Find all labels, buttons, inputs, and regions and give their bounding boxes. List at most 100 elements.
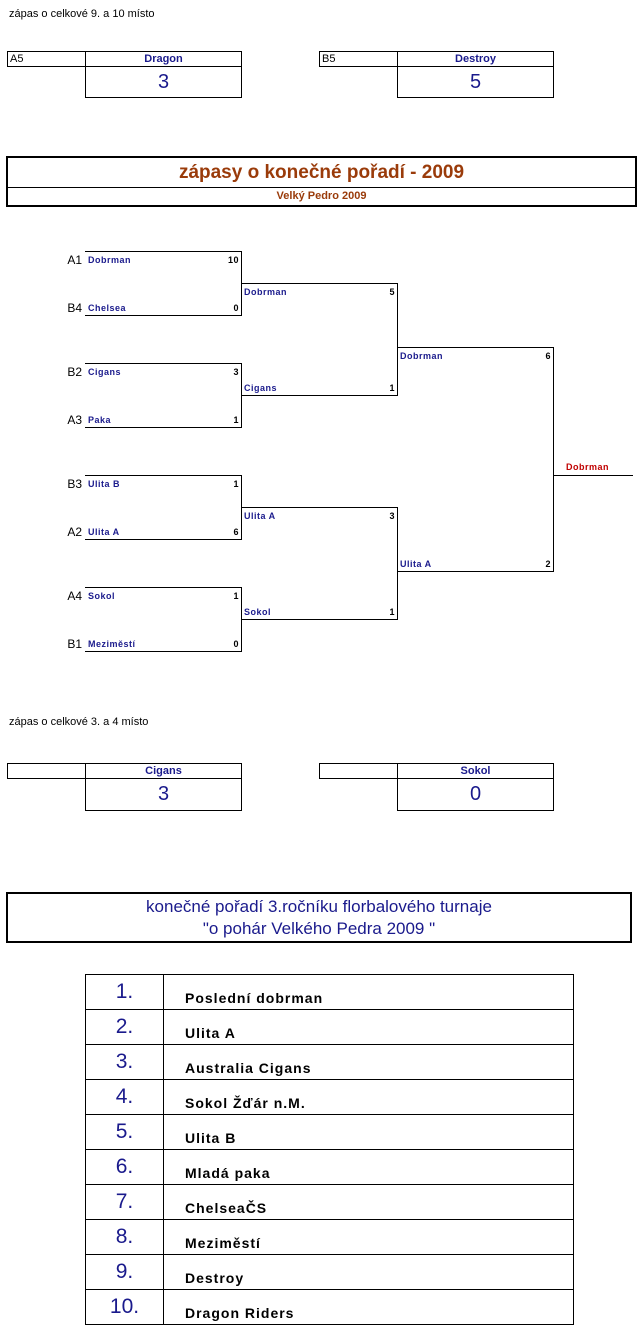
- team-score: 1: [389, 383, 395, 393]
- bracket-line: [85, 363, 242, 364]
- qf-seed: A4: [67, 589, 82, 603]
- rank-number: 10.: [85, 1289, 164, 1325]
- team-name: Sokol: [397, 763, 554, 779]
- team-score: 5: [389, 287, 395, 297]
- team-name: Ulita A: [400, 559, 432, 569]
- team-score: 3: [85, 778, 242, 811]
- bracket-line: [241, 507, 398, 508]
- rank-number: 2.: [85, 1009, 164, 1045]
- qf-slot: Ulita A 6: [85, 526, 242, 538]
- rank-team-name: Australia Cigans: [163, 1044, 574, 1080]
- rank-number: 3.: [85, 1044, 164, 1080]
- bracket-line: [553, 475, 633, 476]
- rank-team-name: Ulita B: [163, 1114, 574, 1150]
- team-score: 5: [397, 66, 554, 98]
- bracket-line: [241, 619, 398, 620]
- seed-label: [7, 763, 86, 779]
- table-row: 5.Ulita B: [85, 1114, 574, 1150]
- team-name: Ulita A: [244, 511, 276, 521]
- team-name: Sokol: [88, 591, 116, 601]
- rank-team-name: Dragon Riders: [163, 1289, 574, 1325]
- table-row: 10.Dragon Riders: [85, 1289, 574, 1325]
- qf-seed: B4: [67, 301, 82, 315]
- bracket-line: [85, 651, 242, 652]
- bracket-line: [85, 315, 242, 316]
- bracket-line: [85, 427, 242, 428]
- qf-seed: B1: [67, 637, 82, 651]
- team-score: 10: [227, 255, 239, 265]
- rank-number: 9.: [85, 1254, 164, 1290]
- bracket-line: [397, 283, 398, 396]
- team-name: Dobrman: [400, 351, 444, 361]
- bracket-line: [85, 251, 242, 252]
- team-score: 3: [233, 367, 239, 377]
- rank-team-name: Mladá paka: [163, 1149, 574, 1185]
- team-name: Dobrman: [88, 255, 132, 265]
- sf-slot: Cigans 1: [241, 382, 398, 394]
- final-slot: Dobrman 6: [397, 350, 554, 362]
- team-name: Chelsea: [88, 303, 127, 313]
- tournament-winner: Dobrman: [566, 462, 610, 472]
- qf-seed: B3: [67, 477, 82, 491]
- bracket-line: [553, 347, 554, 572]
- team-name: Dragon: [85, 51, 242, 67]
- bracket-line: [85, 539, 242, 540]
- qf-seed: A2: [67, 525, 82, 539]
- qf-slot: Dobrman 10: [85, 254, 242, 266]
- table-row: 9.Destroy: [85, 1254, 574, 1290]
- bracket-line: [397, 571, 554, 572]
- rank-team-name: Meziměstí: [163, 1219, 574, 1255]
- table-row: 2.Ulita A: [85, 1009, 574, 1045]
- page-title: zápasy o konečné pořadí - 2009: [178, 162, 465, 183]
- final-standings-title: konečné pořadí 3.ročníku florbalového tu…: [6, 892, 632, 943]
- final-standings-title-line2: "o pohár Velkého Pedra 2009 ": [202, 919, 436, 938]
- rank-team-name: Destroy: [163, 1254, 574, 1290]
- rank-number: 8.: [85, 1219, 164, 1255]
- team-score: 3: [389, 511, 395, 521]
- qf-seed: A1: [67, 253, 82, 267]
- rank-number: 1.: [85, 974, 164, 1010]
- team-name: Meziměstí: [88, 639, 136, 649]
- table-row: 3.Australia Cigans: [85, 1044, 574, 1080]
- seed-label: [319, 763, 398, 779]
- team-name: Sokol: [244, 607, 272, 617]
- title-divider: [8, 187, 635, 188]
- page-subtitle: Velký Pedro 2009: [276, 190, 367, 202]
- team-name: Ulita B: [88, 479, 121, 489]
- table-row: 7.ChelseaČS: [85, 1184, 574, 1220]
- team-score: 6: [233, 527, 239, 537]
- table-row: 4.Sokol Žďár n.M.: [85, 1079, 574, 1115]
- team-name: Ulita A: [88, 527, 120, 537]
- team-score: 0: [233, 639, 239, 649]
- qf-slot: Sokol 1: [85, 590, 242, 602]
- bracket-title-box: zápasy o konečné pořadí - 2009 Velký Ped…: [6, 156, 637, 207]
- bracket-line: [397, 507, 398, 620]
- seed-label: B5: [319, 51, 398, 67]
- team-score: 3: [85, 66, 242, 98]
- qf-seed: B2: [67, 365, 82, 379]
- qf-slot: Chelsea 0: [85, 302, 242, 314]
- team-name: Paka: [88, 415, 112, 425]
- team-name: Cigans: [244, 383, 278, 393]
- team-score: 1: [233, 591, 239, 601]
- final-standings-title-line1: konečné pořadí 3.ročníku florbalového tu…: [146, 897, 492, 916]
- team-name: Destroy: [397, 51, 554, 67]
- seed-label: A5: [7, 51, 86, 67]
- rank-number: 7.: [85, 1184, 164, 1220]
- rank-team-name: ChelseaČS: [163, 1184, 574, 1220]
- team-score: 0: [233, 303, 239, 313]
- rank-number: 5.: [85, 1114, 164, 1150]
- table-row: 6.Mladá paka: [85, 1149, 574, 1185]
- bracket-line: [397, 347, 554, 348]
- rank-number: 4.: [85, 1079, 164, 1115]
- team-score: 0: [397, 778, 554, 811]
- rank-team-name: Poslední dobrman: [163, 974, 574, 1010]
- team-score: 6: [545, 351, 551, 361]
